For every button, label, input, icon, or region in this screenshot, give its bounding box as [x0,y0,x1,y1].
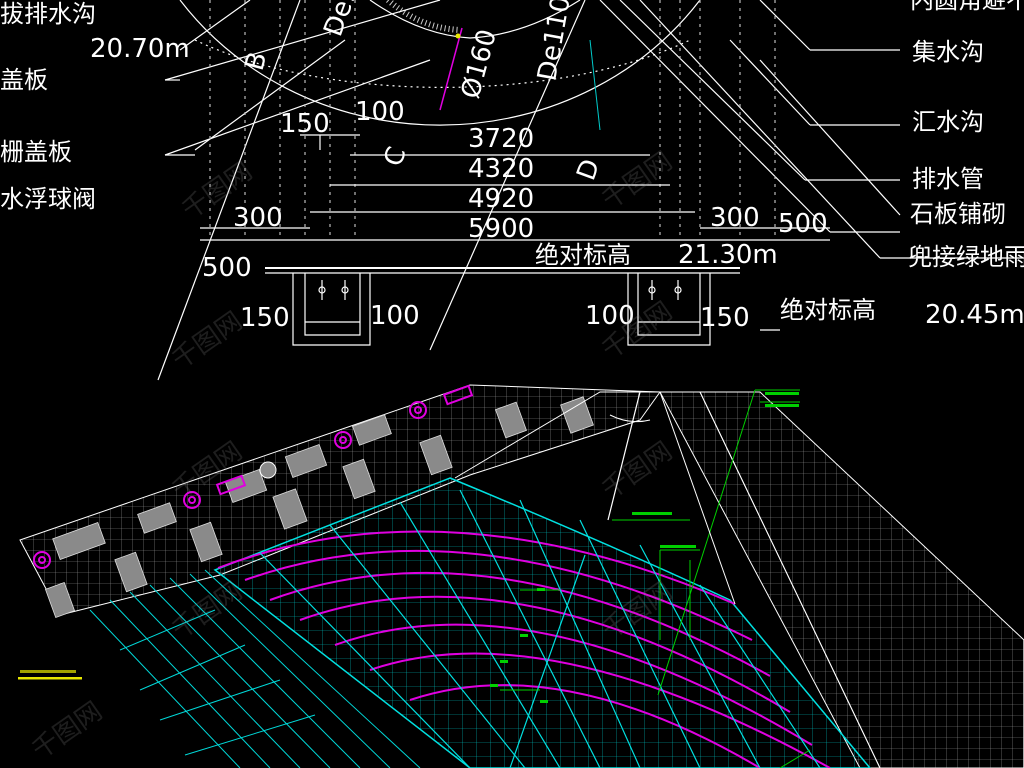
dim-100-left: 100 [370,301,420,331]
svg-text:千图网: 千图网 [597,146,678,215]
label-float-valve: 水浮球阀 [0,185,96,213]
dim-300-right: 300 [710,203,760,233]
dim-500-right: 500 [778,209,828,239]
pipe-label-de110-left: De110 [318,0,375,40]
dim-4320: 4320 [468,154,534,184]
label-drain-channel: 拔排水沟 [0,0,96,28]
dim-100-top: 100 [355,97,405,127]
section-detail [157,0,1024,381]
plan-view [18,384,1024,768]
svg-text:千图网: 千图网 [27,696,108,765]
absolute-level-label-2: 绝对标高 [780,296,876,324]
label-inner-corner: 内圆角避不备 [910,0,1024,14]
label-cover-plate: 盖板 [0,66,48,94]
dim-150-right: 150 [700,303,750,333]
dim-500-left: 500 [202,253,252,283]
label-drain-pipe: 排水管 [912,165,984,193]
section-texts: 拔排水沟 盖板 栅盖板 水浮球阀 20.70m 内圆角避不备 集水沟 汇水沟 排… [0,0,1024,333]
dim-4920: 4920 [468,184,534,214]
svg-text:千图网: 千图网 [167,306,248,375]
dim-150-left: 150 [240,303,290,333]
dim-300-left: 300 [233,203,283,233]
label-greenbelt-runoff: 兜接绿地雨水 [908,243,1024,271]
section-mark-d: D [571,155,606,184]
absolute-level-label: 绝对标高 [535,241,631,269]
dim-3720: 3720 [468,124,534,154]
absolute-level-value: 21.30m [678,240,778,270]
label-collection-channel: 集水沟 [912,38,984,66]
elevation-left: 20.70m [90,34,190,64]
dim-100-right: 100 [585,301,635,331]
label-grate-cover: 栅盖板 [0,138,72,166]
dim-5900: 5900 [468,214,534,244]
plan-title-underline [18,677,82,680]
dim-150-top: 150 [280,109,330,139]
pipe-label-de110-right: De110 [532,0,576,83]
label-stone-paving: 石板铺砌 [910,200,1006,228]
section-mark-b: B [240,49,274,74]
svg-text:千图网: 千图网 [597,436,678,505]
section-mark-c: C [378,143,412,170]
elevation-right: 20.45m [925,300,1024,330]
label-converging-channel: 汇水沟 [912,108,984,136]
